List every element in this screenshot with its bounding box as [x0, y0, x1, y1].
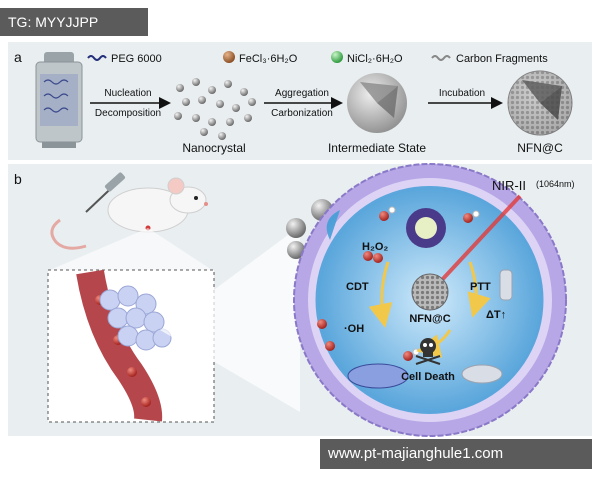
- stage3-label: NFN@C: [517, 141, 563, 155]
- panel-a-letter: a: [14, 49, 22, 65]
- ni-sphere-icon: [331, 51, 343, 63]
- legend-fecl: FeCl₃·6H₂O: [239, 53, 298, 65]
- panel-b-letter: b: [14, 171, 22, 187]
- cdt-label: CDT: [346, 281, 369, 293]
- nir-label: NIR-II: [492, 178, 526, 193]
- nanocrystal-cluster: [174, 78, 256, 140]
- arrow2-top-label: Aggregation: [275, 88, 329, 99]
- legend-peg: PEG 6000: [111, 53, 162, 65]
- h2o2-label: H₂O₂: [362, 241, 388, 253]
- cell-death-label: Cell Death: [401, 371, 455, 383]
- arrow1-bottom-label: Decomposition: [95, 108, 161, 119]
- nucleus-organelle: [406, 208, 446, 248]
- tumor-cell-cluster: [99, 285, 172, 351]
- nir-wavelength: (1064nm): [536, 179, 575, 189]
- nir-laser-beam: [438, 194, 522, 284]
- ptt-label: PTT: [470, 281, 491, 293]
- arrow1-top-label: Nucleation: [104, 88, 151, 99]
- ptt-arrow: [467, 261, 491, 318]
- cdt-arrow: [368, 261, 393, 328]
- intermediate-sphere: [347, 73, 407, 133]
- zoom-beam-mouse: [50, 228, 212, 270]
- arrow2-bottom-label: Carbonization: [271, 108, 333, 119]
- legend-carbon: Carbon Fragments: [456, 53, 548, 65]
- fe-sphere-icon: [223, 51, 235, 63]
- bottom-watermark: www.pt-majianghule1.com: [320, 439, 592, 469]
- nfn-c-sphere: [507, 70, 573, 136]
- peg-icon: [87, 55, 107, 61]
- mitochondria-organelle: [347, 269, 513, 389]
- autoclave-icon: [35, 52, 83, 148]
- mouse-illustration: [50, 177, 208, 250]
- arrow3-top-label: Incubation: [439, 88, 485, 99]
- oh-label: ·OH: [344, 323, 364, 335]
- delta-t-label: ΔT↑: [486, 309, 506, 321]
- h2o2-molecules: [317, 206, 480, 361]
- tumor-cell: [293, 163, 567, 437]
- stage1-label: Nanocrystal: [182, 141, 245, 155]
- skull-icon: [415, 338, 441, 365]
- legend-nicl: NiCl₂·6H₂O: [347, 53, 403, 65]
- top-watermark: TG: MYYJJPP: [0, 8, 148, 36]
- zoom-beam-cell: [160, 226, 300, 412]
- central-nfn-c-particle: [411, 273, 449, 311]
- syringe-icon: [85, 172, 126, 213]
- center-nfn-label: NFN@C: [409, 313, 450, 325]
- carbon-fragment-icon: [431, 55, 451, 61]
- stage2-label: Intermediate State: [328, 141, 426, 155]
